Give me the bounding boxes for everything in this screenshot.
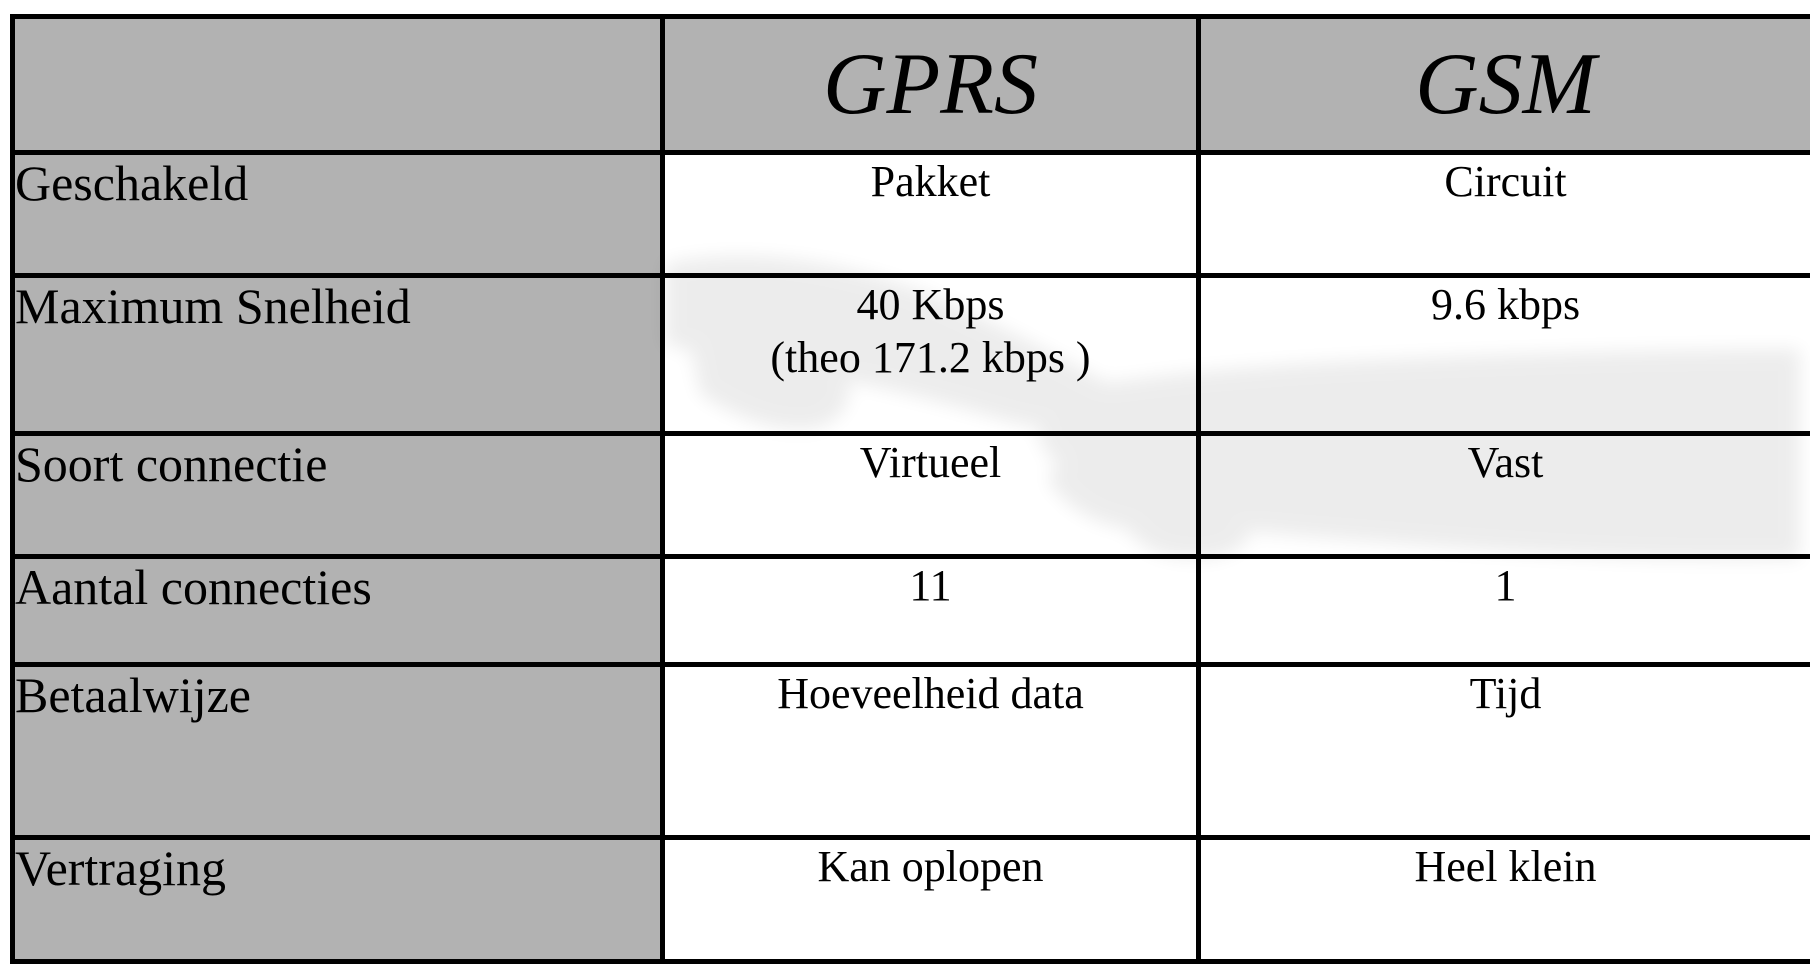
row-label-geschakeld: Geschakeld <box>10 150 665 278</box>
cell-text: Tijd <box>1469 668 1542 718</box>
gsm-value-cell: Circuit <box>1196 150 1810 278</box>
row-label-aantal-connecties: Aantal connecties <box>10 553 665 667</box>
gsm-column-header: GSM <box>1196 14 1810 156</box>
row-label-betaalwijze: Betaalwijze <box>10 661 665 840</box>
table-row: Vertraging Kan oplopen Heel klein <box>10 834 1810 964</box>
cell-text: Hoeveelheid data <box>777 668 1084 718</box>
cell-text: 1 <box>1494 560 1517 610</box>
comparison-table: GPRS GSM Geschakeld Pakket Circuit Maxim… <box>10 14 1810 964</box>
gsm-value-cell: Vast <box>1196 431 1810 559</box>
gsm-value-cell: 1 <box>1196 553 1810 667</box>
gprs-column-header: GPRS <box>660 14 1201 156</box>
gprs-value-cell: 40 Kbps (theo 171.2 kbps ) <box>660 272 1201 437</box>
table-row: Aantal connecties 11 1 <box>10 553 1810 667</box>
table-row: Soort connectie Virtueel Vast <box>10 431 1810 559</box>
cell-text: 11 <box>909 560 952 610</box>
comparison-table-frame: GPRS GSM Geschakeld Pakket Circuit Maxim… <box>10 14 1810 964</box>
gsm-value-cell: 9.6 kbps <box>1196 272 1810 437</box>
cell-text: Circuit <box>1444 157 1567 207</box>
gsm-value-cell: Heel klein <box>1196 834 1810 964</box>
row-label-maximum-snelheid: Maximum Snelheid <box>10 272 665 437</box>
table-row: Maximum Snelheid 40 Kbps (theo 171.2 kbp… <box>10 272 1810 437</box>
gsm-value-cell: Tijd <box>1196 661 1810 840</box>
row-label-soort-connectie: Soort connectie <box>10 431 665 559</box>
gprs-value-cell: Pakket <box>660 150 1201 278</box>
gprs-value-cell: Virtueel <box>660 431 1201 559</box>
table-row: Geschakeld Pakket Circuit <box>10 150 1810 278</box>
cell-text: Virtueel <box>859 438 1002 488</box>
gprs-value-cell: Hoeveelheid data <box>660 661 1201 840</box>
cell-text: Pakket <box>870 157 991 207</box>
table-row: Betaalwijze Hoeveelheid data Tijd <box>10 661 1810 840</box>
cell-text-secondary: (theo 171.2 kbps ) <box>770 333 1091 383</box>
header-row: GPRS GSM <box>10 14 1810 156</box>
gprs-value-cell: Kan oplopen <box>660 834 1201 964</box>
cell-text: Heel klein <box>1414 841 1597 891</box>
cell-text: 40 Kbps <box>856 279 1005 329</box>
cell-text: 9.6 kbps <box>1430 279 1581 329</box>
gprs-value-cell: 11 <box>660 553 1201 667</box>
cell-text: Vast <box>1467 438 1544 488</box>
cell-text: Kan oplopen <box>817 841 1044 891</box>
corner-header-cell <box>10 14 665 156</box>
row-label-vertraging: Vertraging <box>10 834 665 964</box>
